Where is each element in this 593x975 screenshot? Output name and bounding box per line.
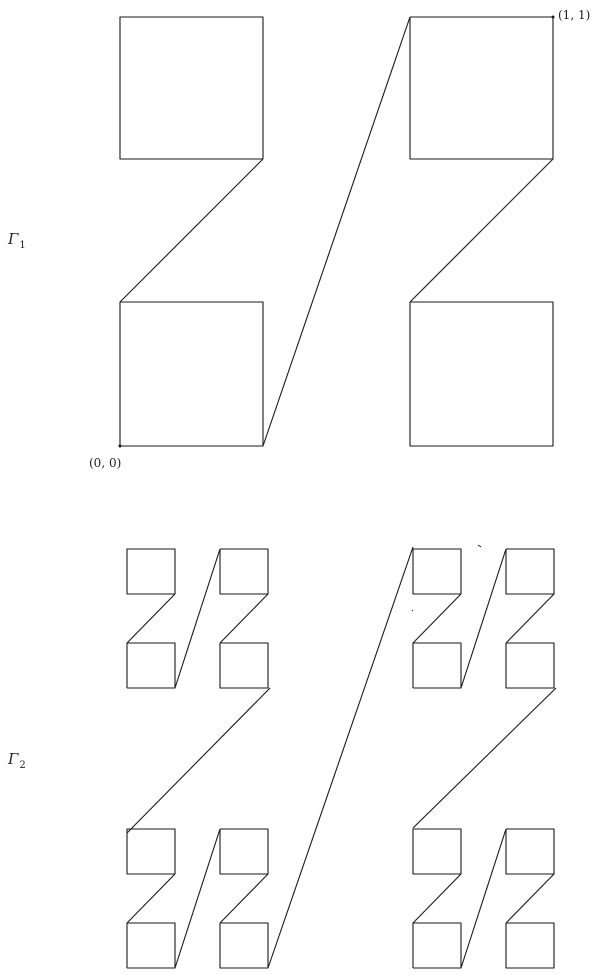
gamma-2-segment <box>219 548 269 595</box>
gamma-1-segment <box>409 16 554 160</box>
gamma-2-segment <box>460 828 507 969</box>
gamma-1-segment <box>409 301 554 447</box>
point-marker <box>118 444 122 448</box>
stray-marks <box>411 544 482 612</box>
gamma-1-segment <box>409 158 554 303</box>
gamma-2-connector <box>267 546 414 969</box>
curve-gamma-2 <box>126 546 557 969</box>
gamma-2-connector <box>126 687 271 834</box>
stray-mark <box>411 609 414 612</box>
gamma-1-segment <box>262 16 411 447</box>
point-marker <box>551 15 555 19</box>
gamma-2-segment <box>126 642 176 689</box>
stray-mark <box>477 544 482 548</box>
gamma-2-label: Γ2 <box>8 750 26 771</box>
gamma-2-connector <box>412 687 557 829</box>
gamma-2-segment <box>219 922 269 969</box>
gamma-2-segment <box>174 548 221 689</box>
gamma-2-segment <box>126 922 176 969</box>
corner-label: (1, 1) <box>558 8 591 22</box>
gamma-2-segment <box>412 642 462 689</box>
gamma-1-segment <box>119 158 264 303</box>
gamma-2-segment <box>412 922 462 969</box>
gamma-2-segment <box>412 548 462 595</box>
gamma-1-segment <box>119 16 264 160</box>
gamma-2-segment <box>126 593 176 644</box>
gamma-2-segment <box>505 548 555 595</box>
gamma-2-segment <box>219 828 269 875</box>
gamma-2-segment <box>126 828 176 875</box>
origin-label: (0, 0) <box>89 456 122 470</box>
gamma-2-segment <box>505 828 555 875</box>
gamma-2-segment <box>505 593 555 644</box>
gamma-2-segment <box>412 593 462 644</box>
gamma-2-segment <box>505 642 555 689</box>
gamma-1-label: Γ1 <box>8 230 26 251</box>
gamma-2-segment <box>412 873 462 924</box>
gamma-2-segment <box>460 548 507 689</box>
gamma-2-segment <box>126 873 176 924</box>
gamma-2-segment <box>219 593 269 644</box>
gamma-2-segment <box>219 642 269 689</box>
gamma-1-segment <box>119 301 264 447</box>
gamma-2-segment <box>174 828 221 969</box>
gamma-2-segment <box>126 548 176 595</box>
gamma-2-segment <box>505 922 555 969</box>
curve-gamma-1 <box>118 15 555 448</box>
gamma-2-segment <box>505 873 555 924</box>
gamma-2-segment <box>412 828 462 875</box>
gamma-2-segment <box>219 873 269 924</box>
